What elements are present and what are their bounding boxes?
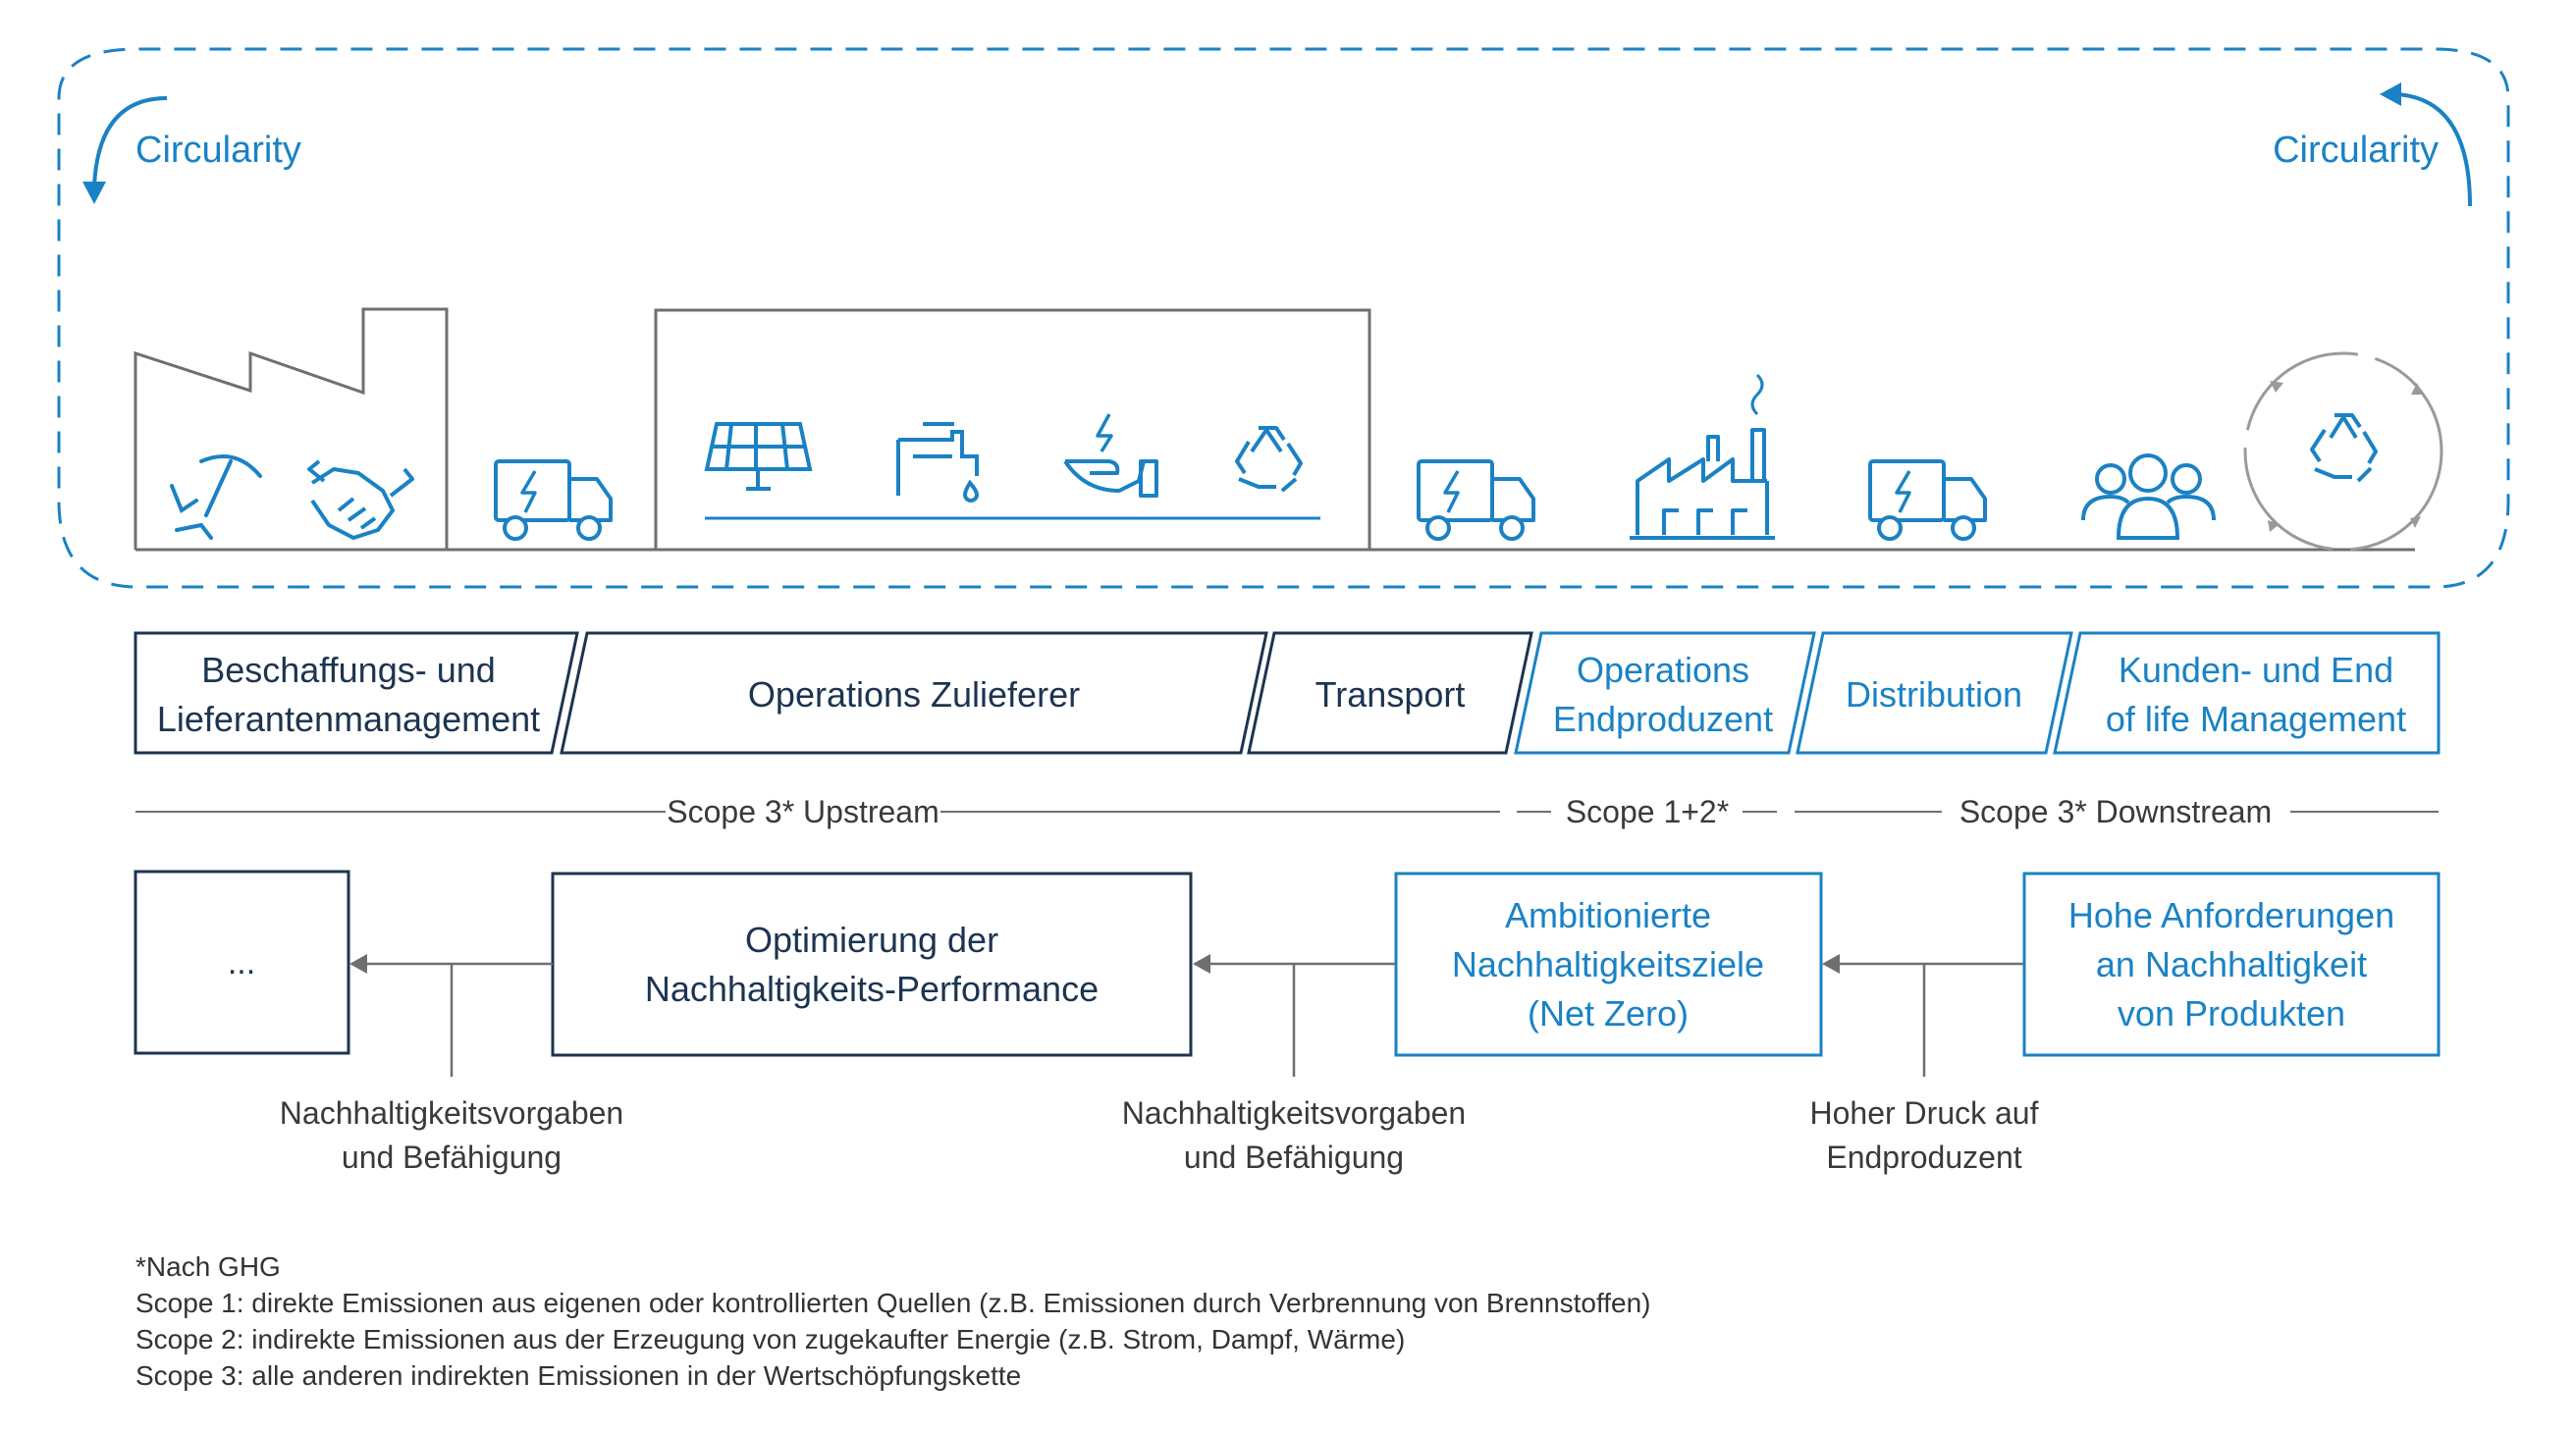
stage-distribution-label: Distribution bbox=[1846, 674, 2022, 715]
factory-icon bbox=[1630, 373, 1775, 540]
flow-box-ambitions: Ambitionierte Nachhaltigkeitsziele (Net … bbox=[1394, 872, 1823, 1057]
flow-arrow-3 bbox=[1822, 954, 2024, 1077]
handshake-icon bbox=[307, 459, 414, 540]
electric-truck-icon-distribution bbox=[1868, 459, 1987, 541]
stage-producer-operations-line2: Endproduzent bbox=[1553, 699, 1773, 739]
supplier-factory-outline bbox=[134, 307, 449, 550]
flow-box-ambitions-line2: Nachhaltigkeitsziele bbox=[1452, 944, 1764, 984]
stage-transport: Transport bbox=[1247, 631, 1533, 755]
flow-label-1-line2: und Befähigung bbox=[342, 1140, 562, 1175]
flow-arrow-2 bbox=[1193, 954, 1396, 1077]
flow-box-optimization: Optimierung der Nachhaltigkeits-Performa… bbox=[551, 872, 1193, 1057]
flow-box-dots: ... bbox=[134, 870, 350, 1055]
people-group-icon bbox=[2081, 453, 2216, 540]
flow-label-3-line2: Endproduzent bbox=[1826, 1140, 2021, 1175]
stage-supplier-operations: Operations Zulieferer bbox=[560, 631, 1268, 755]
recycle-icon bbox=[1235, 426, 1303, 493]
footnote-scope-3: Scope 3: alle anderen indirekten Emissio… bbox=[135, 1360, 1021, 1391]
stage-distribution: Distribution bbox=[1796, 631, 2073, 755]
stage-customers-line1: Kunden- und End bbox=[2119, 650, 2393, 690]
solar-panel-icon bbox=[704, 422, 813, 491]
circularity-arrow-left-icon bbox=[82, 96, 168, 204]
flow-arrow-1 bbox=[349, 954, 553, 1077]
stage-transport-label: Transport bbox=[1315, 674, 1466, 715]
flow-label-1-line1: Nachhaltigkeitsvorgaben bbox=[280, 1095, 623, 1131]
flow-label-3-line1: Hoher Druck auf bbox=[1810, 1095, 2039, 1131]
flow-box-requirements-line3: von Produkten bbox=[2118, 993, 2345, 1034]
flow-box-ambitions-line3: (Net Zero) bbox=[1528, 993, 1689, 1034]
footnote-scope-1: Scope 1: direkte Emissionen aus eigenen … bbox=[135, 1288, 1651, 1318]
supplier-operations-outline bbox=[654, 308, 1371, 550]
flow-box-ambitions-line1: Ambitionierte bbox=[1505, 895, 1711, 935]
stage-supplier-operations-label: Operations Zulieferer bbox=[748, 674, 1080, 715]
flow-box-optimization-line2: Nachhaltigkeits-Performance bbox=[645, 969, 1099, 1009]
water-tap-icon bbox=[896, 422, 980, 503]
electric-truck-icon-transport-2 bbox=[1417, 459, 1535, 541]
flow-label-2-line1: Nachhaltigkeitsvorgaben bbox=[1122, 1095, 1466, 1131]
circularity-loop bbox=[57, 47, 2510, 589]
circularity-arrow-right-icon bbox=[2380, 82, 2472, 207]
scope-upstream-label: Scope 3* Upstream bbox=[667, 794, 939, 829]
stage-producer-operations: Operations Endproduzent bbox=[1514, 631, 1816, 755]
flow-box-requirements-line1: Hohe Anforderungen bbox=[2068, 895, 2394, 935]
stage-customers-line2: of life Management bbox=[2106, 699, 2406, 739]
scope-downstream-label: Scope 3* Downstream bbox=[1959, 794, 2272, 829]
stage-procurement-line1: Beschaffungs- und bbox=[201, 650, 496, 690]
scope-own-label: Scope 1+2* bbox=[1566, 794, 1729, 829]
flow-box-optimization-line1: Optimierung der bbox=[745, 920, 998, 960]
circularity-label-right: Circularity bbox=[2273, 130, 2439, 171]
energy-hand-icon bbox=[1063, 413, 1158, 498]
footnote-scope-2: Scope 2: indirekte Emissionen aus der Er… bbox=[135, 1324, 1405, 1354]
stage-customers-end-of-life: Kunden- und End of life Management bbox=[2053, 631, 2441, 755]
electric-truck-icon-transport-1 bbox=[494, 459, 613, 541]
stage-procurement: Beschaffungs- und Lieferantenmanagement bbox=[134, 631, 579, 755]
flow-box-requirements-line2: an Nachhaltigkeit bbox=[2096, 944, 2367, 984]
stage-producer-operations-line1: Operations bbox=[1577, 650, 1749, 690]
flow-label-2-line2: und Befähigung bbox=[1184, 1140, 1404, 1175]
pickaxe-icon bbox=[170, 454, 262, 540]
circular-recycle-icon bbox=[2243, 351, 2443, 552]
flow-box-requirements: Hohe Anforderungen an Nachhaltigkeit von… bbox=[2022, 872, 2441, 1057]
stage-procurement-line2: Lieferantenmanagement bbox=[157, 699, 540, 739]
circularity-label-left: Circularity bbox=[135, 130, 301, 171]
footnote-ghg: *Nach GHG bbox=[135, 1251, 281, 1282]
flow-box-dots-label: ... bbox=[228, 944, 255, 982]
